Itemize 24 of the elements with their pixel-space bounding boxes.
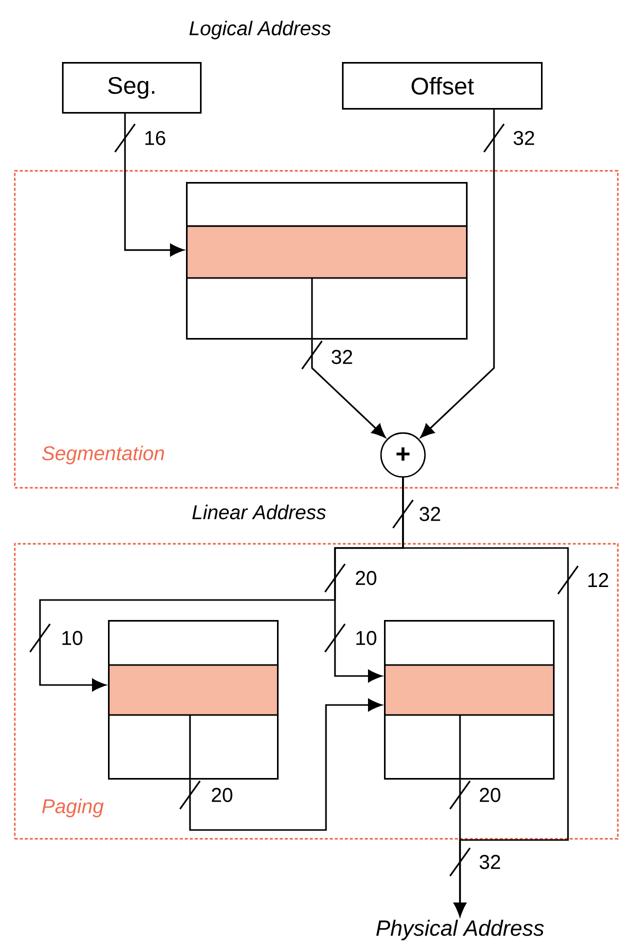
edge-label: 20 [210, 786, 234, 804]
arrow [311, 340, 386, 438]
table-box [107, 620, 279, 780]
register-box: Seg. [62, 62, 202, 114]
arrow [189, 698, 382, 831]
edge-label: 16 [142, 130, 168, 146]
heading-text: Linear Address [190, 504, 328, 520]
edge-label: 10 [354, 630, 378, 646]
table-box [383, 620, 555, 780]
address-text: Physical Address [376, 920, 544, 940]
register-box: Offset [342, 62, 543, 110]
table-box [185, 182, 468, 340]
edge-label: 20 [478, 786, 502, 804]
bus-label: 32 [478, 854, 502, 870]
edge-label: 12 [586, 572, 610, 588]
arrow [420, 110, 495, 438]
bus-label: 32 [418, 506, 442, 522]
edge-label: 32 [330, 348, 354, 366]
edge-label: 10 [60, 630, 84, 646]
edge-label: 32 [512, 130, 536, 146]
bus-label: 20 [354, 570, 378, 586]
arrow [454, 780, 466, 916]
heading-text: Logical Address [188, 20, 332, 40]
arrow [124, 114, 184, 256]
